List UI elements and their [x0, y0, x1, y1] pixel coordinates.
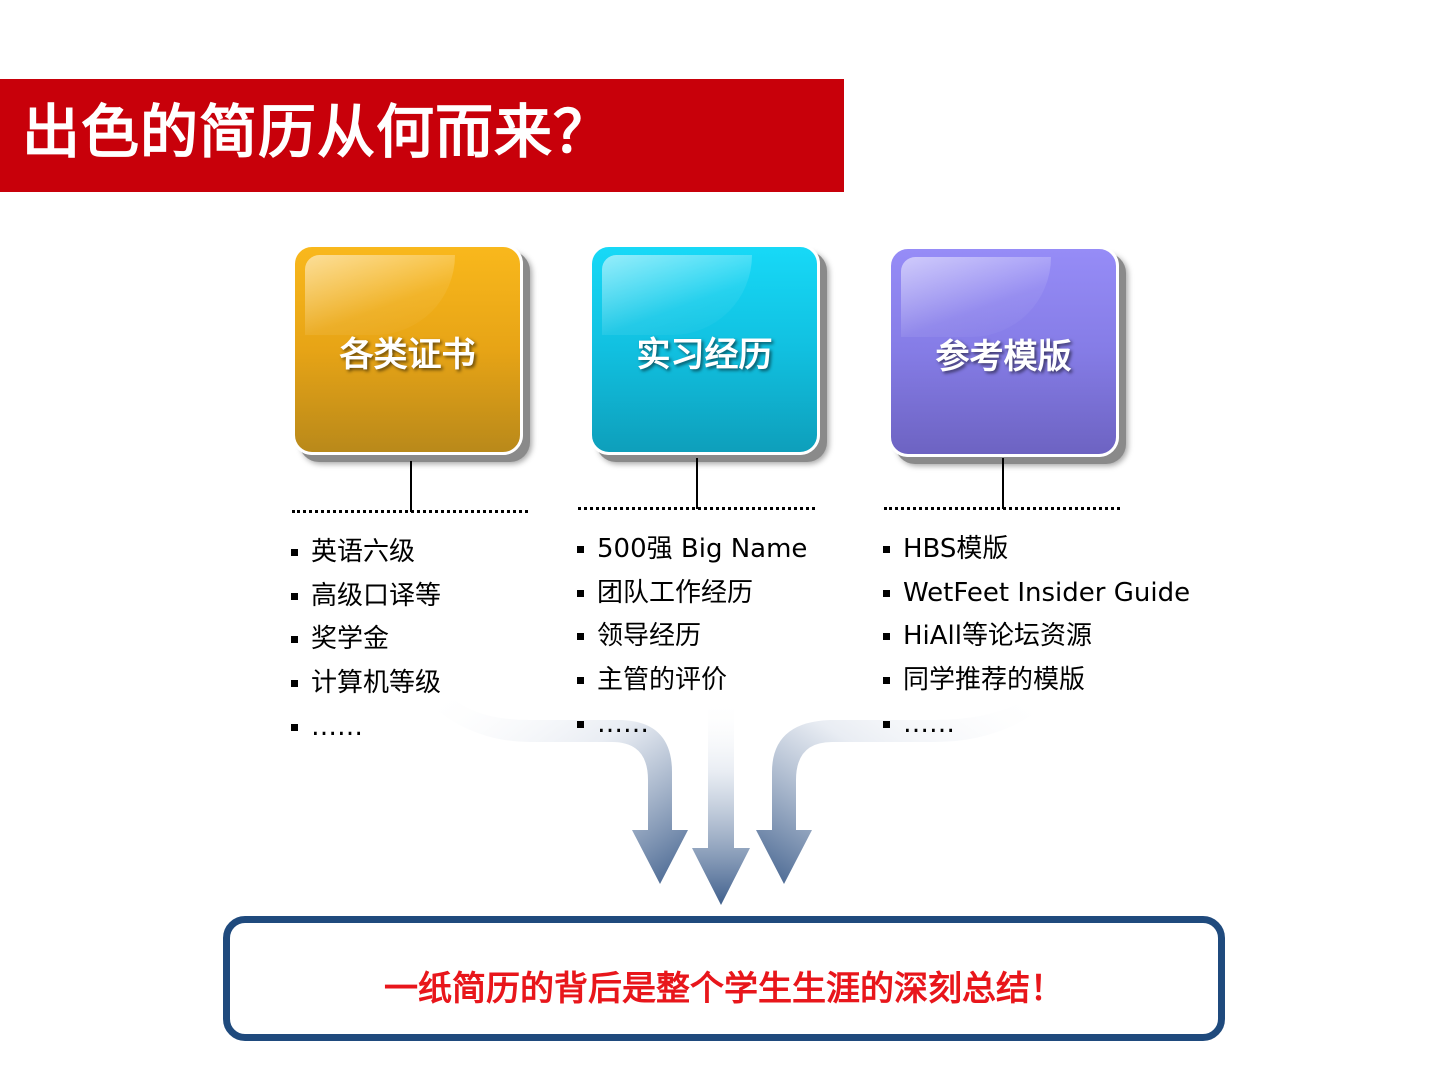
- list-item: 主管的评价: [577, 664, 807, 708]
- box-gloss: [901, 257, 1051, 337]
- list-item: ……: [291, 711, 441, 755]
- internship-label: 实习经历: [636, 335, 773, 375]
- certificates-connector: [410, 461, 412, 512]
- list-item: HiAll等论坛资源: [883, 620, 1190, 664]
- template-divider: [884, 507, 1120, 510]
- page-title: 出色的简历从何而来？: [22, 98, 613, 166]
- list-item: 500强 Big Name: [577, 533, 807, 577]
- template-label: 参考模版: [935, 337, 1072, 377]
- list-item: 领导经历: [577, 620, 807, 664]
- list-item: 奖学金: [291, 623, 441, 667]
- certificates-label: 各类证书: [339, 335, 476, 375]
- internship-box: 实习经历: [589, 244, 820, 455]
- certificates-list: 英语六级 高级口译等 奖学金 计算机等级 ……: [291, 536, 441, 754]
- middle-merge-arrow: [692, 700, 750, 905]
- certificates-box: 各类证书: [292, 244, 523, 455]
- internship-connector: [696, 458, 698, 509]
- template-box: 参考模版: [888, 246, 1119, 457]
- template-list: HBS模版 WetFeet Insider Guide HiAll等论坛资源 同…: [883, 533, 1190, 751]
- template-connector: [1002, 458, 1004, 509]
- list-item: 计算机等级: [291, 667, 441, 711]
- list-item: WetFeet Insider Guide: [883, 577, 1190, 621]
- list-item: HBS模版: [883, 533, 1190, 577]
- list-item: ……: [577, 708, 807, 752]
- internship-divider: [578, 507, 815, 510]
- box-gloss: [602, 255, 752, 335]
- conclusion-box: 一纸简历的背后是整个学生生涯的深刻总结！: [223, 916, 1225, 1041]
- list-item: 团队工作经历: [577, 577, 807, 621]
- left-merge-arrow: [425, 700, 688, 884]
- conclusion-text: 一纸简历的背后是整个学生生涯的深刻总结！: [384, 969, 1064, 1009]
- list-item: 英语六级: [291, 536, 441, 580]
- list-item: ……: [883, 708, 1190, 752]
- title-bar: 出色的简历从何而来？: [0, 79, 844, 192]
- box-gloss: [305, 255, 455, 335]
- right-merge-arrow: [756, 700, 1040, 884]
- list-item: 同学推荐的模版: [883, 664, 1190, 708]
- certificates-divider: [292, 510, 528, 513]
- list-item: 高级口译等: [291, 580, 441, 624]
- internship-list: 500强 Big Name 团队工作经历 领导经历 主管的评价 ……: [577, 533, 807, 751]
